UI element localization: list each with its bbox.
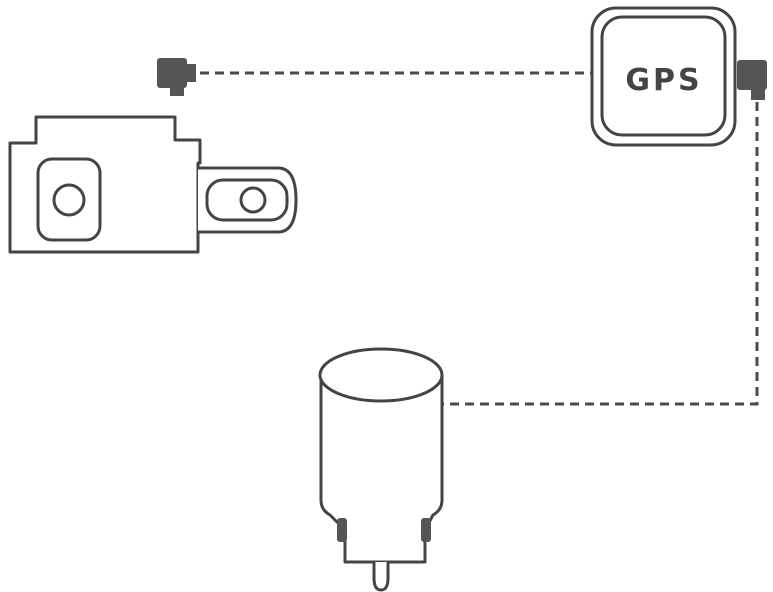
dashcam-lens-icon <box>52 183 86 217</box>
charger-side-contact-right <box>421 518 431 542</box>
gps-connector-icon <box>737 60 767 100</box>
mount-screw-icon <box>239 186 267 214</box>
gps-module-label: GPS <box>625 63 702 98</box>
cable-gps-to-charger <box>440 102 759 406</box>
dashcam-icon <box>8 115 298 254</box>
charger-side-contact-left <box>337 518 347 542</box>
car-charger-icon <box>318 347 444 592</box>
dashcam-connector-icon <box>157 58 196 96</box>
gps-module-icon: GPS <box>590 6 737 147</box>
charger-tip <box>372 562 390 592</box>
